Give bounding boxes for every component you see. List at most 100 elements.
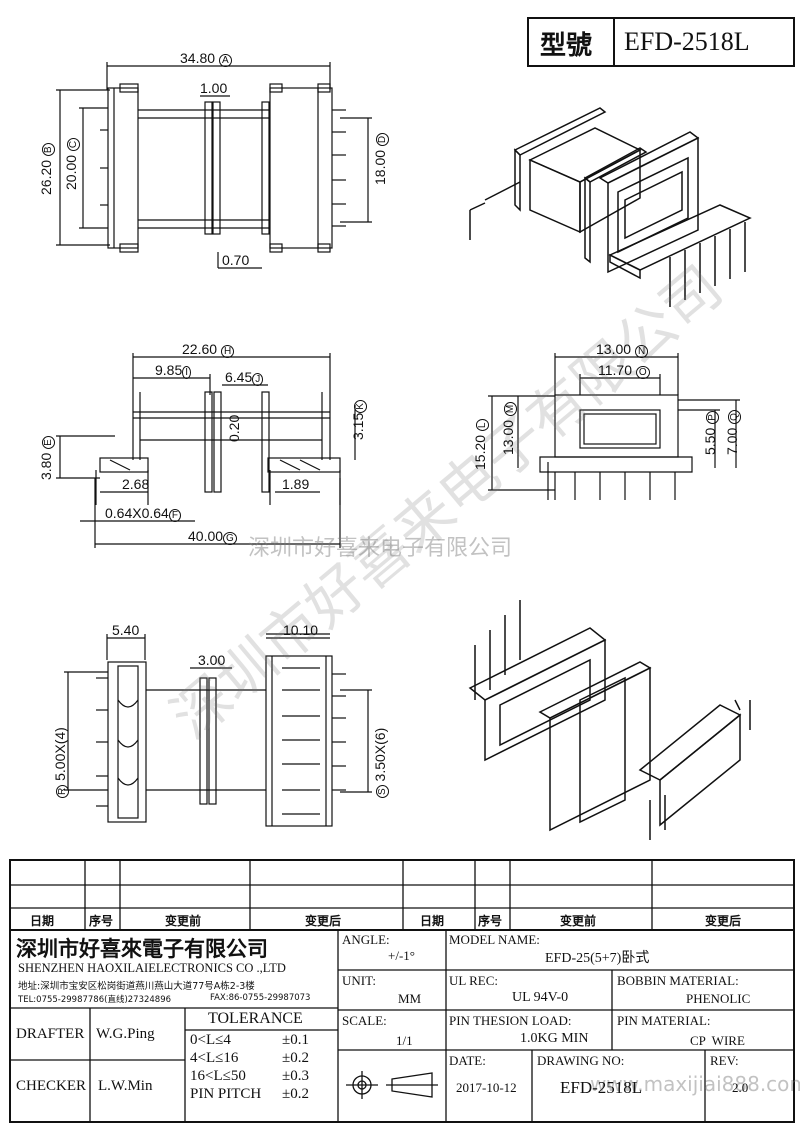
dim-bottom-w3: 10.10 [283, 622, 319, 638]
dim-tag: C [67, 137, 80, 152]
dim-tag: S [376, 785, 389, 798]
rev-header-after-2: 变更后 [705, 914, 742, 928]
dim-top-flange: 0.70 [222, 252, 250, 268]
dim-tag: M [504, 401, 517, 417]
tolerance-range-3: PIN PITCH [190, 1086, 262, 1102]
dim-tag: K [354, 400, 367, 413]
tolerance-title: TOLERANCE [208, 1010, 303, 1027]
unit-value: MM [398, 991, 422, 1006]
company-fax: FAX:86-0755-29987073 [210, 993, 311, 1003]
tolerance-range-2: 16<L≤50 [190, 1068, 246, 1084]
tolerance-range-1: 4<L≤16 [190, 1050, 239, 1066]
pin-material-label: PIN MATERIAL: [617, 1013, 711, 1028]
rev-header-no-1: 序号 [89, 914, 114, 928]
dim-end-h4: 7.00 Q [724, 410, 741, 455]
dim-tag: F [168, 509, 181, 522]
scale-label: SCALE: [342, 1013, 387, 1028]
pin-load-label: PIN THESION LOAD: [449, 1013, 572, 1028]
dim-tag: G [223, 532, 237, 545]
dim-tag: D [376, 132, 389, 147]
scale-value: 1/1 [396, 1033, 413, 1048]
tolerance-value-0: ±0.1 [282, 1032, 309, 1048]
rev-label: REV: [710, 1053, 739, 1068]
rev-header-date-2: 日期 [420, 914, 445, 928]
drafter-value: W.G.Ping [96, 1026, 155, 1042]
dim-top-h-outer: 26.20 B [38, 143, 55, 195]
checker-value: L.W.Min [98, 1078, 153, 1094]
ul-value: UL 94V-0 [512, 990, 569, 1005]
dim-bottom-pitch-left: R 5.00X(4) [52, 727, 69, 798]
company-name-cn: 深圳市好喜來電子有限公司 [16, 936, 268, 961]
pin-load-value: 1.0KG MIN [520, 1031, 589, 1046]
dim-end-h3: 5.50 P [702, 411, 719, 455]
dim-tag: Q [728, 410, 741, 424]
model-number: EFD-2518L [624, 27, 750, 56]
dim-tag: J [252, 373, 264, 386]
dim-tag: H [220, 345, 235, 358]
drafter-label: DRAFTER [16, 1026, 85, 1042]
date-value: 2017-10-12 [456, 1080, 517, 1095]
dim-side-w1: 22.60 H [182, 341, 235, 358]
company-address: 地址:深圳市宝安区松岗街道燕川燕山大道77号A栋2-3楼 [18, 981, 255, 992]
dim-side-p1: 2.68 [122, 476, 150, 492]
dim-end-h2: 13.00 M [500, 401, 517, 455]
dim-top-gap: 1.00 [200, 80, 228, 96]
dim-tag: I [182, 366, 192, 379]
tolerance-value-2: ±0.3 [282, 1068, 309, 1084]
ul-label: UL REC: [449, 973, 498, 988]
dim-tag: N [634, 345, 649, 358]
dim-side-h1: 3.80 E [38, 436, 55, 480]
watermark-site: www.maxijiai888.com [590, 1072, 800, 1096]
dim-end-w2: 11.70 O [598, 362, 650, 379]
rev-header-after-1: 变更后 [305, 914, 342, 928]
dim-tag: L [476, 419, 489, 432]
rev-header-before-1: 变更前 [165, 914, 202, 928]
bobbin-label: BOBBIN MATERIAL: [617, 973, 739, 988]
tolerance-value-3: ±0.2 [282, 1086, 309, 1102]
dim-side-p2: 1.89 [282, 476, 310, 492]
company-tel: TEL:0755-29987786(直线)27324896 [18, 995, 172, 1005]
checker-label: CHECKER [16, 1078, 87, 1094]
model-name-label: MODEL NAME: [449, 932, 540, 947]
isometric-view-bottom [468, 600, 751, 840]
title-block-grid [9, 859, 795, 1123]
isometric-view-top [469, 107, 752, 307]
dim-bottom-pitch-right: S 3.50X(6) [372, 728, 389, 798]
dim-side-w4: 0.20 [226, 414, 242, 442]
drawing-no-label: DRAWING NO: [537, 1053, 625, 1068]
pin-material-value: CP WIRE [690, 1033, 745, 1048]
company-name-en: SHENZHEN HAOXILAIELECTRONICS CO .,LTD [18, 961, 286, 975]
rev-value: 2.0 [732, 1080, 749, 1095]
top-view-drawing [56, 62, 372, 269]
side-view-drawing [56, 353, 356, 548]
dim-tag: B [42, 143, 55, 157]
dim-bottom-w1: 5.40 [112, 622, 140, 638]
rev-header-date-1: 日期 [30, 914, 55, 928]
angle-label: ANGLE: [342, 932, 390, 947]
model-name-value: EFD-25(5+7)卧式 [545, 951, 650, 966]
watermark-horizontal: 深圳市好喜来电子有限公司 [248, 536, 513, 561]
tolerance-value-1: ±0.2 [282, 1050, 309, 1066]
dim-top-h-inner: 20.00 C [63, 137, 80, 190]
dim-tag: O [635, 366, 650, 379]
dim-tag: A [218, 54, 232, 67]
end-view-drawing [488, 353, 740, 500]
model-label: 型號 [540, 31, 593, 61]
rev-header-no-2: 序号 [478, 914, 503, 928]
dim-bottom-w2: 3.00 [198, 652, 226, 668]
bottom-view-drawing [64, 633, 372, 827]
dim-tag: P [706, 411, 719, 424]
bobbin-value: PHENOLIC [686, 991, 751, 1006]
dim-top-h-pins: 18.00 D [372, 132, 389, 185]
model-title-frame [527, 17, 795, 67]
tolerance-range-0: 0<L≤4 [190, 1032, 231, 1048]
date-label: DATE: [449, 1053, 486, 1068]
unit-label: UNIT: [342, 973, 377, 988]
dim-top-width: 34.80 A [180, 50, 232, 67]
dim-side-w5: 3.15K [350, 400, 367, 440]
